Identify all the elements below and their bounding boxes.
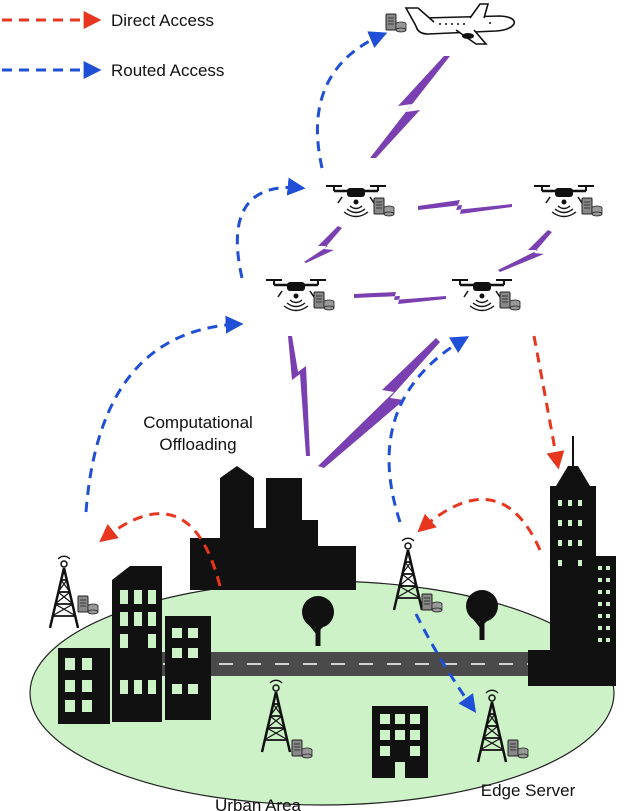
routed-access-arrows xyxy=(84,31,477,713)
direct-access-label: Direct Access xyxy=(111,11,214,30)
airplane-icon xyxy=(404,3,516,45)
wireless-signal-icon xyxy=(418,200,512,214)
wireless-signal-icon xyxy=(354,292,446,304)
server-icon xyxy=(385,13,407,33)
direct-access-arrow xyxy=(99,512,222,587)
central-skyline-icon xyxy=(190,466,356,590)
drone-top-left xyxy=(324,184,395,218)
routed-access-label: Routed Access xyxy=(111,61,224,80)
skyscraper-icon xyxy=(528,436,616,686)
cell-tower-left xyxy=(48,555,99,630)
office-building-icon xyxy=(372,706,428,778)
routed-access-arrow xyxy=(315,31,388,169)
wireless-signal-icon xyxy=(318,338,440,468)
urban-area-label: Urban Area xyxy=(215,796,302,811)
server-icon xyxy=(581,197,603,217)
server-icon xyxy=(499,291,521,311)
wireless-signal-icon xyxy=(288,336,310,456)
drone-bottom-left xyxy=(264,278,335,312)
drone-bottom-right xyxy=(450,278,521,312)
legend: Direct Access Routed Access xyxy=(2,11,224,80)
server-icon xyxy=(313,291,335,311)
direct-access-arrow xyxy=(417,497,542,551)
edge-server-label: Edge Server xyxy=(481,781,576,800)
computational-offloading-label-line2: Offloading xyxy=(159,435,236,454)
routed-access-arrow xyxy=(414,613,477,713)
drone-top-right xyxy=(532,184,603,218)
wireless-signal-icon xyxy=(304,226,342,263)
direct-access-arrows xyxy=(99,335,565,587)
routed-access-arrow xyxy=(387,336,470,523)
server-icon xyxy=(77,595,99,615)
server-icon xyxy=(373,197,395,217)
direct-access-arrow xyxy=(532,335,565,470)
routed-access-arrow xyxy=(235,177,306,279)
wireless-links xyxy=(288,56,552,468)
computational-offloading-label-line1: Computational xyxy=(143,413,253,432)
left-buildings-icon xyxy=(58,566,211,724)
wireless-signal-icon xyxy=(498,230,552,272)
wireless-signal-icon xyxy=(370,56,450,158)
cell-tower-icon xyxy=(48,555,80,630)
